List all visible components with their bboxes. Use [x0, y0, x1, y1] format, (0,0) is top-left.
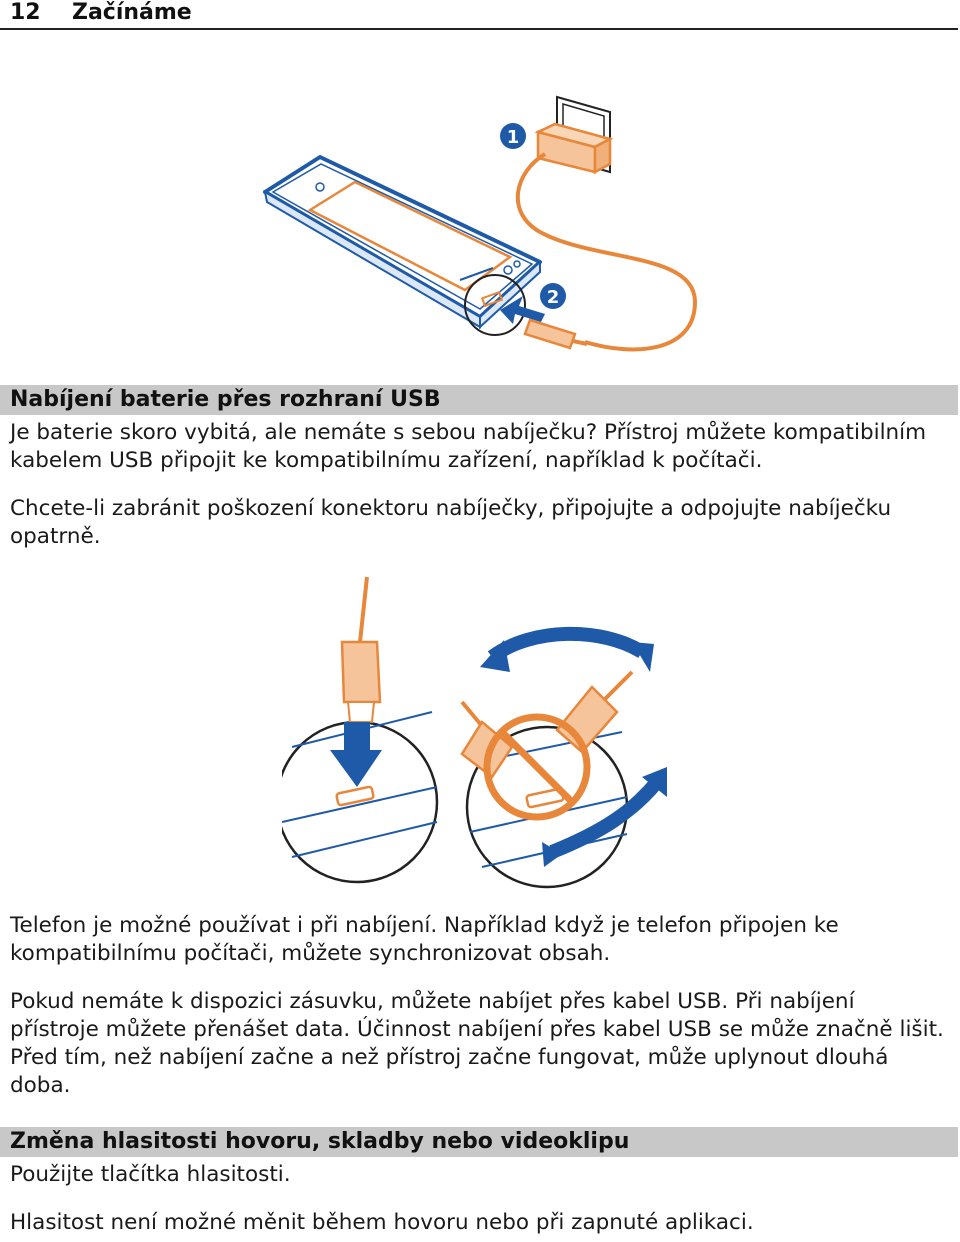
- callout-1-icon: 1: [500, 123, 526, 149]
- prohibited-icon: [483, 713, 591, 821]
- svg-text:1: 1: [507, 127, 520, 148]
- paragraph: Hlasitost není možné měnit během hovoru …: [10, 1210, 754, 1235]
- chapter-title: Začínáme: [72, 0, 192, 25]
- paragraph: Použijte tlačítka hlasitosti.: [10, 1162, 291, 1187]
- page-number: 12: [10, 0, 41, 25]
- paragraph: Je baterie skoro vybitá, ale nemáte s se…: [10, 420, 927, 473]
- phone-icon: [263, 155, 542, 330]
- connector-zoom-circle: [464, 274, 526, 336]
- paragraph: Pokud nemáte k dispozici zásuvku, můžete…: [10, 989, 944, 1098]
- charger-icon: [534, 122, 614, 175]
- svg-text:2: 2: [547, 287, 560, 308]
- section-bar-usb-charging: Nabíjení baterie přes rozhraní USB: [0, 385, 958, 415]
- usb-plug-icon: [523, 318, 588, 350]
- charging-illustration: 1 2: [263, 95, 698, 352]
- section-title: Změna hlasitosti hovoru, skladby nebo vi…: [10, 1129, 630, 1154]
- incorrect-angle-detail: [460, 670, 634, 889]
- paragraph: Chcete-li zabránit poškození konektoru n…: [10, 496, 892, 549]
- section-title: Nabíjení baterie přes rozhraní USB: [10, 387, 441, 412]
- callout-2-icon: 2: [540, 283, 566, 309]
- page-header: 12 Začínáme: [0, 0, 958, 30]
- rocking-arrow-bottom-icon: [549, 777, 663, 859]
- section-bar-volume: Změna hlasitosti hovoru, skladby nebo vi…: [0, 1127, 958, 1157]
- paragraph: Telefon je možné používat i při nabíjení…: [10, 913, 839, 966]
- down-arrow-icon: [330, 722, 382, 787]
- rocking-arrow-top-icon: [487, 626, 646, 663]
- correct-insertion-detail: [282, 576, 439, 884]
- insert-arrow-icon: [500, 296, 545, 324]
- connector-handling-illustration: [282, 576, 667, 889]
- cable: [515, 152, 698, 352]
